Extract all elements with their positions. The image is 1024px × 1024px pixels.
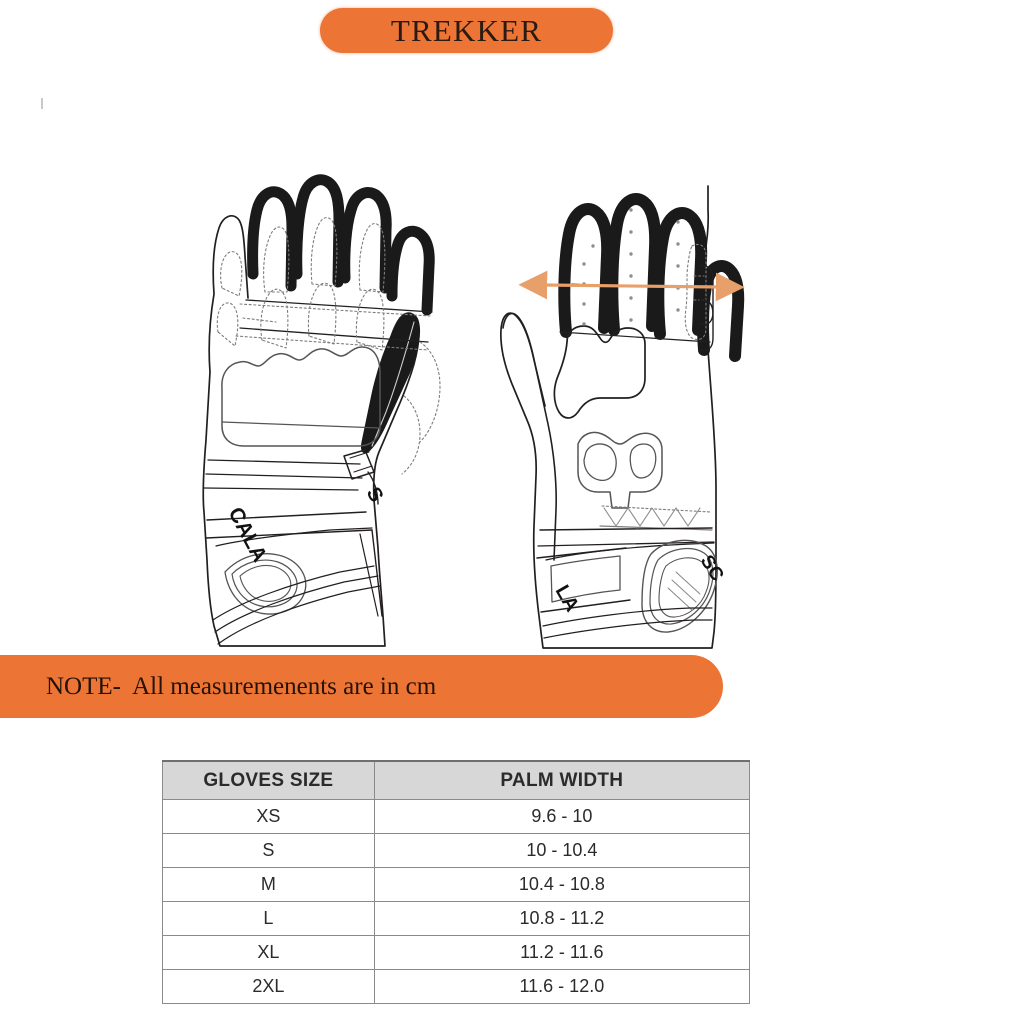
table-body: XS 9.6 - 10 S 10 - 10.4 M 10.4 - 10.8 L … [162,799,751,1004]
cell-palm-width: 10.8 - 11.2 [373,901,751,936]
brand-text-right-secondary: SC [696,552,728,586]
column-header-gloves-size: GLOVES SIZE [162,760,375,800]
cell-size: XL [162,935,375,970]
palm-width-arrow [518,270,745,302]
cell-palm-width: 9.6 - 10 [373,799,751,834]
table-header-row: GLOVES SIZE PALM WIDTH [162,760,751,800]
table-row: S 10 - 10.4 [162,833,751,868]
table-row: 2XL 11.6 - 12.0 [162,969,751,1004]
cell-palm-width: 10 - 10.4 [373,833,751,868]
cell-palm-width: 11.6 - 12.0 [373,969,751,1004]
page-title: TREKKER [390,13,543,48]
table-row: L 10.8 - 11.2 [162,901,751,936]
table-row: XS 9.6 - 10 [162,799,751,834]
cell-size: XS [162,799,375,834]
size-chart-table: GLOVES SIZE PALM WIDTH XS 9.6 - 10 S 10 … [162,760,751,1004]
cell-size: 2XL [162,969,375,1004]
column-header-palm-width: PALM WIDTH [373,760,751,800]
note-text: NOTE- All measuremenents are in cm [46,673,437,700]
glove-back-view: CALA S [202,174,441,647]
cell-size: L [162,901,375,936]
cell-palm-width: 10.4 - 10.8 [373,867,751,902]
title-banner: TREKKER [320,8,613,53]
cell-size: S [162,833,375,868]
glove-illustration-area: CALA S [0,60,1024,650]
note-banner: NOTE- All measuremenents are in cm [0,655,723,718]
glove-palm-view: LA SC [500,185,745,649]
stray-tick-mark [41,98,43,109]
table-row: M 10.4 - 10.8 [162,867,751,902]
cell-palm-width: 11.2 - 11.6 [373,935,751,970]
cell-size: M [162,867,375,902]
table-row: XL 11.2 - 11.6 [162,935,751,970]
